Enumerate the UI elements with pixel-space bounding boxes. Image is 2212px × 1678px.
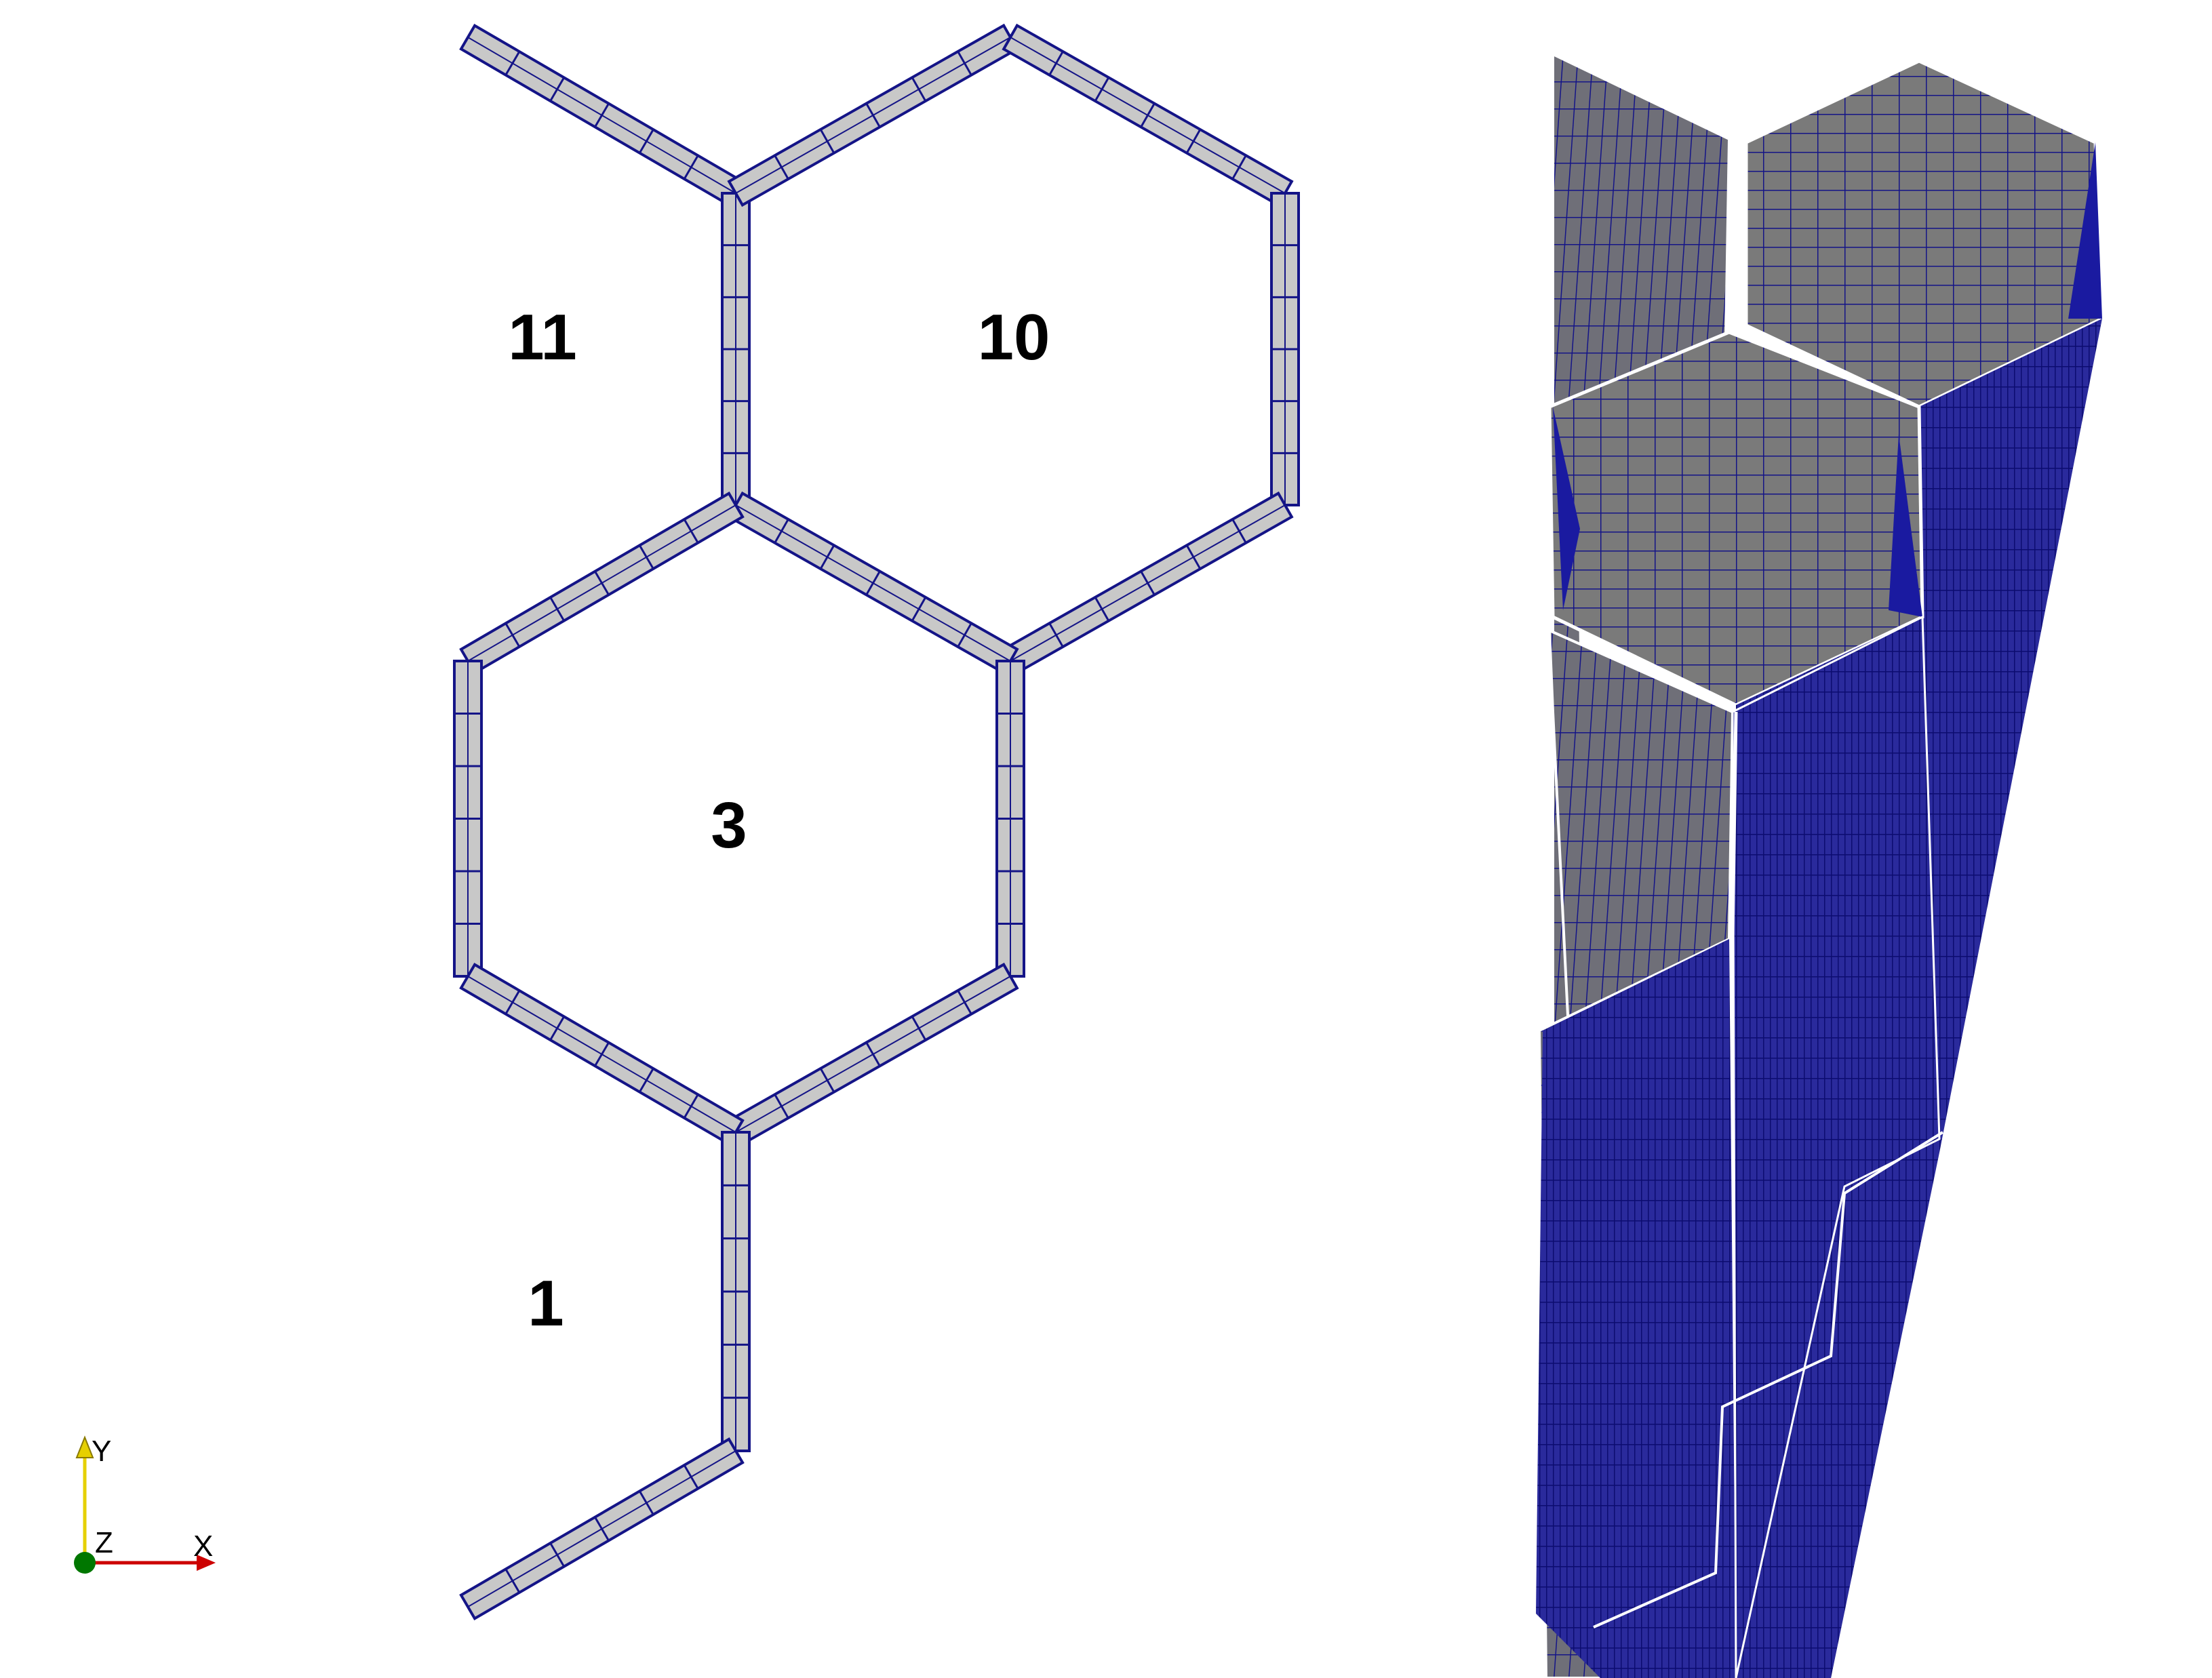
wall-upper-left-diagonal-division [638, 129, 654, 154]
wall-top-right-10-division [1140, 102, 1156, 128]
wall-top-left-3-division [594, 570, 610, 596]
wall-bottom-right-10-division [1094, 597, 1110, 622]
wall-lower-left-diagonal-division [549, 1542, 566, 1567]
wall-shared-10-3-division [957, 622, 972, 647]
wall-top-right-10-division [1048, 51, 1064, 76]
wall-bottom-right-10-division [1185, 544, 1202, 570]
wall-top-left-10-division [819, 129, 835, 154]
wall-shared-10-3-division [819, 544, 835, 570]
axis-label-y: Y [92, 1435, 111, 1468]
wall-shared-10-3-division [911, 597, 927, 622]
wall-top-right-10-division [1185, 129, 1202, 154]
wall-lower-left-diagonal-division [638, 1490, 654, 1515]
wall-upper-left-diagonal-division [594, 102, 610, 128]
cell-label-11: 11 [508, 301, 576, 374]
wall-bottom-right-10-division [1140, 570, 1156, 596]
wall-bottom-right-10-division [1048, 622, 1064, 647]
wall-top-left-3-division [505, 622, 521, 647]
wall-top-left-10-division [865, 102, 881, 128]
wall-bottom-right-3-division [819, 1068, 835, 1093]
honeycomb-cross-section [453, 23, 1300, 1621]
wall-bottom-left-3-division [683, 1094, 699, 1119]
wall-bottom-left-3-division [638, 1068, 654, 1093]
wall-top-left-10-division [774, 155, 789, 180]
wall-bottom-right-10-division [1231, 519, 1247, 544]
axis-label-z: Z [95, 1526, 113, 1559]
axis-label-x: X [193, 1530, 213, 1563]
wall-bottom-right-3-division [774, 1094, 789, 1119]
wall-top-left-10-division [957, 51, 972, 76]
wall-top-left-10-division [911, 77, 927, 102]
wall-bottom-right-3-division [865, 1041, 881, 1067]
wall-upper-left-diagonal-division [549, 77, 566, 102]
wall-bottom-right-3-division [911, 1016, 927, 1041]
wall-bottom-left-3-division [549, 1016, 566, 1041]
wall-lower-left-diagonal-division [683, 1464, 699, 1490]
wall-top-right-10-division [1231, 155, 1247, 180]
axes-triad: Y Z X [74, 1435, 216, 1574]
z-axis-dot-icon [74, 1552, 96, 1574]
wall-top-left-3-division [683, 519, 699, 544]
wall-bottom-left-3-division [505, 990, 521, 1015]
wall-upper-left-diagonal-division [683, 155, 699, 180]
wall-bottom-right-3-division [957, 990, 972, 1015]
wall-shared-10-3-division [774, 519, 789, 544]
cell-label-3: 3 [711, 789, 747, 862]
wall-top-left-3-division [638, 544, 654, 570]
cell-label-10: 10 [978, 301, 1050, 374]
cell-label-1: 1 [528, 1267, 564, 1340]
extruded-honeycomb-3d [1536, 52, 2104, 1678]
wall-lower-left-diagonal-division [505, 1568, 521, 1593]
wall-top-right-10-division [1094, 77, 1110, 102]
wall-bottom-left-3-division [594, 1041, 610, 1067]
wall-upper-left-diagonal-division [505, 51, 521, 76]
wall-lower-left-diagonal-division [594, 1516, 610, 1542]
wall-top-left-3-division [549, 597, 566, 622]
wall-shared-10-3-division [865, 570, 881, 596]
